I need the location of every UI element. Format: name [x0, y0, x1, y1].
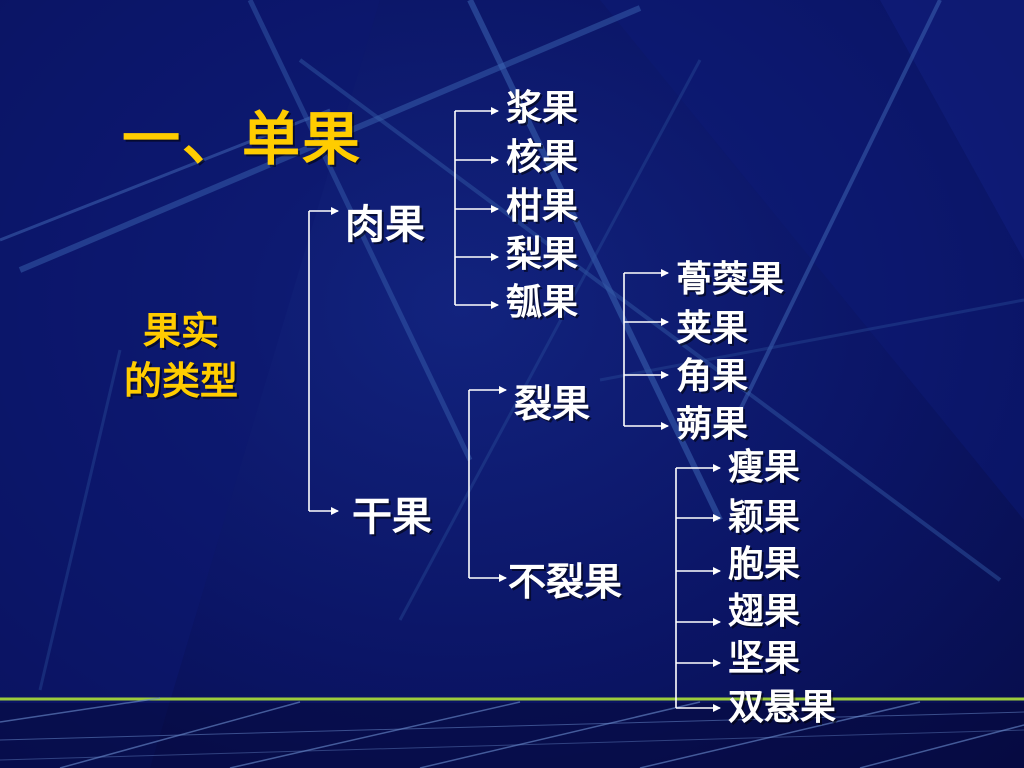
leaf-fleshy-2: 核果: [506, 137, 579, 178]
leaf-indehiscent-6: 双悬果: [728, 687, 837, 728]
leaf-indehiscent-1: 瘦果: [728, 447, 801, 488]
node-dehiscent-fruit: 裂果: [514, 382, 591, 426]
leaf-fleshy-4: 梨果: [506, 234, 579, 275]
leaf-fleshy-1: 浆果: [506, 88, 579, 129]
leaf-dehiscent-4: 蒴果: [676, 404, 749, 445]
category-line-2: 的类型: [124, 359, 239, 403]
leaf-dehiscent-3: 角果: [676, 356, 749, 397]
leaf-indehiscent-5: 坚果: [728, 638, 801, 679]
leaf-fleshy-3: 柑果: [506, 186, 579, 227]
leaf-dehiscent-2: 荚果: [676, 308, 749, 349]
node-fleshy-fruit: 肉果: [345, 202, 425, 248]
node-dry-fruit: 干果: [352, 494, 432, 540]
leaf-indehiscent-3: 胞果: [728, 544, 801, 585]
category-label: 果实 的类型: [124, 306, 238, 406]
category-line-1: 果实: [143, 309, 220, 353]
leaf-dehiscent-1: 蓇葖果: [676, 259, 785, 300]
leaf-indehiscent-2: 颖果: [728, 497, 801, 538]
leaf-indehiscent-4: 翅果: [728, 591, 801, 632]
node-indehiscent-fruit: 不裂果: [508, 560, 623, 604]
leaf-fleshy-5: 瓠果: [506, 282, 579, 323]
slide-title: 一、单果: [122, 105, 363, 173]
